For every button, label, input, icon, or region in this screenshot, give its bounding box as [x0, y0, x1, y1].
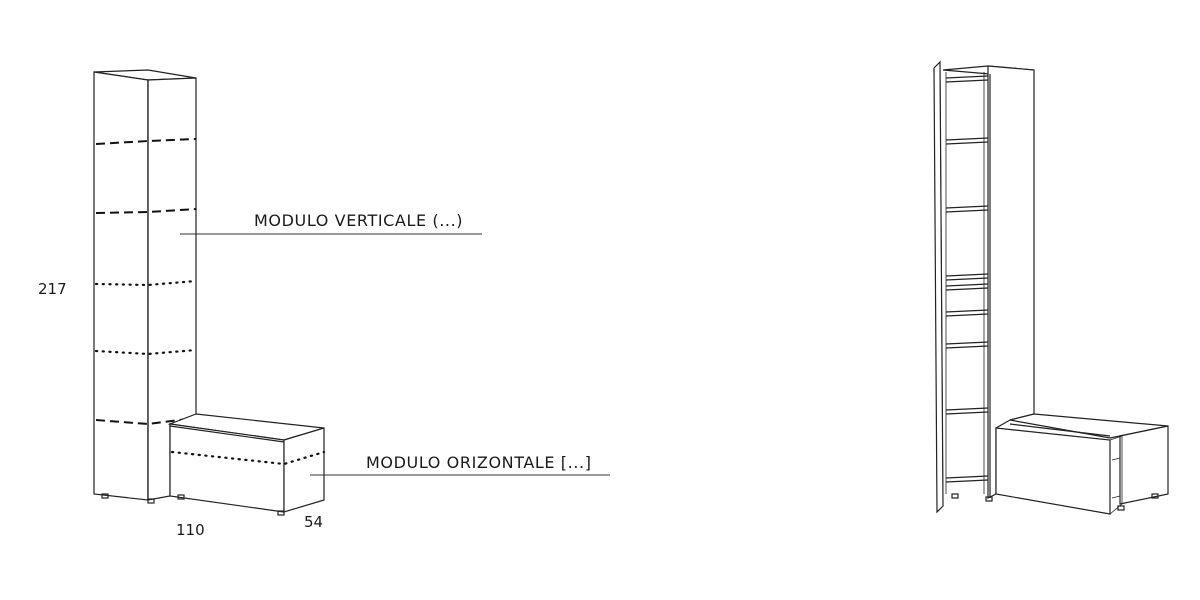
shelf: [945, 407, 989, 415]
foot: [277, 510, 285, 516]
drawer-front: [995, 427, 1111, 515]
foot: [1117, 505, 1125, 511]
shelf: [945, 309, 989, 317]
schematic-drawing: MODULO VERTICALE (...) MODULO ORIZONTALE…: [38, 69, 610, 539]
shelf: [945, 475, 989, 483]
box-top-edge: [169, 425, 285, 443]
depth-dimension: 54: [304, 513, 323, 531]
open-perspective-drawing: [933, 60, 1169, 515]
width-dimension: 110: [176, 521, 205, 539]
height-dimension: 217: [38, 280, 67, 298]
module-division-line: [95, 208, 197, 214]
foot: [985, 496, 993, 502]
drawer-side: [1109, 435, 1123, 515]
box-front-face: [169, 423, 285, 513]
shelf: [945, 205, 989, 213]
column-left-face: [93, 71, 149, 501]
module-division-line: [170, 450, 326, 466]
shelf: [945, 75, 989, 83]
vertical-module-label: MODULO VERTICALE (...): [254, 211, 463, 230]
module-division-line: [95, 138, 197, 145]
foot: [1151, 493, 1159, 499]
foot: [147, 498, 155, 504]
drawer-interior: [1111, 457, 1121, 499]
door-edge: [939, 61, 944, 507]
vertical-module-drawing: [93, 69, 198, 504]
foot: [101, 493, 109, 499]
horizontal-module-label: MODULO ORIZONTALE [...]: [366, 453, 592, 472]
shelf: [945, 137, 989, 145]
shelf: [945, 273, 989, 281]
tall-cabinet: [942, 65, 1035, 502]
shelf: [945, 341, 989, 349]
drawer-top-edge: [1009, 423, 1111, 437]
low-cabinet: [995, 413, 1169, 515]
shelves: [945, 75, 989, 483]
foot: [177, 494, 185, 500]
foot: [951, 493, 959, 499]
box-side-face: [283, 427, 325, 513]
horizontal-module-drawing: [167, 413, 326, 516]
shelf: [945, 283, 989, 291]
low-cabinet-side: [1119, 425, 1169, 505]
